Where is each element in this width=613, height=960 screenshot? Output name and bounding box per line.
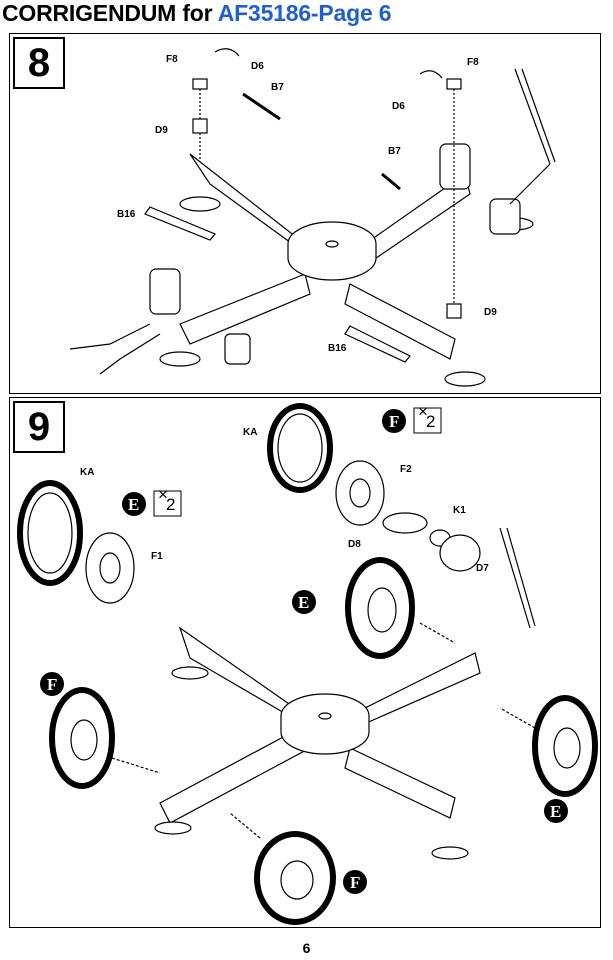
multiplier-f: 2 xyxy=(426,412,435,431)
step-8-panel: 8 xyxy=(9,33,601,394)
callout-f-bottom: F xyxy=(343,870,367,894)
svg-text:F: F xyxy=(47,675,57,694)
multiplier-box-f xyxy=(413,407,442,434)
part-d8 xyxy=(382,512,428,534)
part-d7 xyxy=(439,534,481,572)
multiplier-box-e xyxy=(153,490,182,517)
svg-text:F: F xyxy=(389,412,399,431)
badge-f-subassembly: F xyxy=(382,409,406,433)
foot-se xyxy=(444,371,486,387)
part-label-b16-right: B16 xyxy=(328,343,347,354)
part-label-b7: B7 xyxy=(271,82,284,93)
part-label-d6-right: D6 xyxy=(392,101,405,112)
times-icon: × xyxy=(158,485,168,504)
callout-e-top: E xyxy=(292,590,316,614)
part-label-d8: D8 xyxy=(348,539,361,550)
part-label-ka-f: KA xyxy=(243,427,257,438)
badge-e-subassembly: E xyxy=(122,492,146,516)
carriage-arm-se xyxy=(344,283,456,360)
part-label-d6: D6 xyxy=(251,61,264,72)
svg-text:E: E xyxy=(128,495,139,514)
part-label-f8-right: F8 xyxy=(467,57,479,68)
svg-text:E: E xyxy=(550,802,561,821)
callout-f-left: F xyxy=(40,672,64,696)
part-label-d9: D9 xyxy=(155,125,168,136)
part-label-b7-right: B7 xyxy=(388,146,401,157)
wheel-f-bottom xyxy=(254,831,336,925)
foot-nw xyxy=(179,196,221,212)
svg-text:F: F xyxy=(350,873,360,892)
foot-sw xyxy=(159,351,201,367)
bogie-sw xyxy=(149,268,181,315)
part-label-k1: K1 xyxy=(453,505,466,516)
page-number: 6 xyxy=(302,940,311,956)
step-9-panel: 9 xyxy=(9,397,601,928)
callout-e-right: E xyxy=(544,799,568,823)
svg-text:E: E xyxy=(298,593,309,612)
title-ref: AF35186-Page 6 xyxy=(217,0,392,26)
part-label-ka-e: KA xyxy=(80,467,94,478)
part-label-d9-right: D9 xyxy=(484,307,497,318)
page-title: CORRIGENDUM for AF35186-Page 6 xyxy=(2,0,392,27)
wheel-e-right xyxy=(532,695,598,797)
step-number: 8 xyxy=(13,37,65,89)
part-label-f2: F2 xyxy=(400,464,412,475)
part-label-d7: D7 xyxy=(476,563,489,574)
title-prefix: CORRIGENDUM for xyxy=(2,0,218,26)
rim-f2 xyxy=(335,460,385,526)
part-label-f1: F1 xyxy=(151,551,163,562)
step-9-illustration: E × 2 F × 2 KA F1 KA F2 K1 D8 D7 E F xyxy=(17,402,598,925)
times-icon: × xyxy=(418,402,428,421)
wheel-e-top xyxy=(345,557,415,659)
carriage-arm-sw xyxy=(179,273,311,345)
step-number: 9 xyxy=(13,401,65,453)
rim-f1 xyxy=(85,532,135,604)
wheel-f-left xyxy=(49,687,115,789)
part-label-f8: F8 xyxy=(166,54,178,65)
step-8-illustration: F8 D6 B7 D9 B16 F8 D6 B7 D9 B16 xyxy=(69,48,556,387)
bogie-ne xyxy=(439,143,471,190)
part-label-b16: B16 xyxy=(117,209,136,220)
multiplier-e: 2 xyxy=(166,495,175,514)
